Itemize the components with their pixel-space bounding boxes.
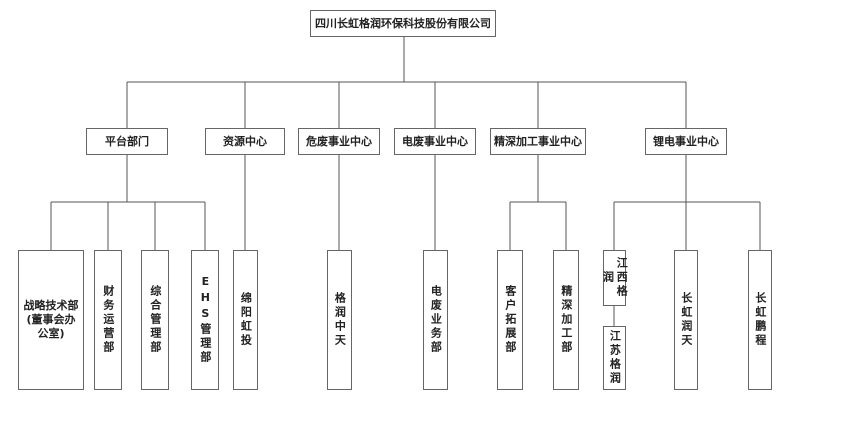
unit-client-expansion: 客户拓展部 bbox=[497, 250, 523, 390]
division-lithium: 锂电事业中心 bbox=[645, 128, 727, 155]
unit-general-mgmt: 综合管理部 bbox=[141, 250, 169, 390]
division-resource: 资源中心 bbox=[205, 128, 285, 155]
unit-jiangxi-gerun: 江西格润 bbox=[602, 250, 628, 306]
unit-changhong-runtian: 长虹润天 bbox=[674, 250, 698, 390]
division-e-waste: 电废事业中心 bbox=[394, 128, 476, 155]
root-company-box: 四川长虹格润环保科技股份有限公司 bbox=[310, 10, 496, 37]
division-refining: 精深加工事业中心 bbox=[490, 128, 586, 155]
unit-ehs-mgmt: EHS管理部 bbox=[191, 250, 219, 390]
unit-jiangsu-gerun: 江苏格润 bbox=[603, 326, 626, 390]
unit-changhong-pengcheng: 长虹鹏程 bbox=[748, 250, 772, 390]
unit-mianyang-hongtou: 绵阳虹投 bbox=[233, 250, 258, 390]
division-platform: 平台部门 bbox=[86, 128, 168, 155]
unit-refining-processing: 精深加工部 bbox=[553, 250, 579, 390]
unit-strategy-tech: 战略技术部 (董事会办 公室) bbox=[18, 250, 84, 390]
unit-gerun-zhongtian: 格润中天 bbox=[327, 250, 352, 390]
unit-e-waste-business: 电废业务部 bbox=[423, 250, 448, 390]
division-hazardous-waste: 危废事业中心 bbox=[298, 128, 380, 155]
unit-finance-ops: 财务运营部 bbox=[94, 250, 122, 390]
